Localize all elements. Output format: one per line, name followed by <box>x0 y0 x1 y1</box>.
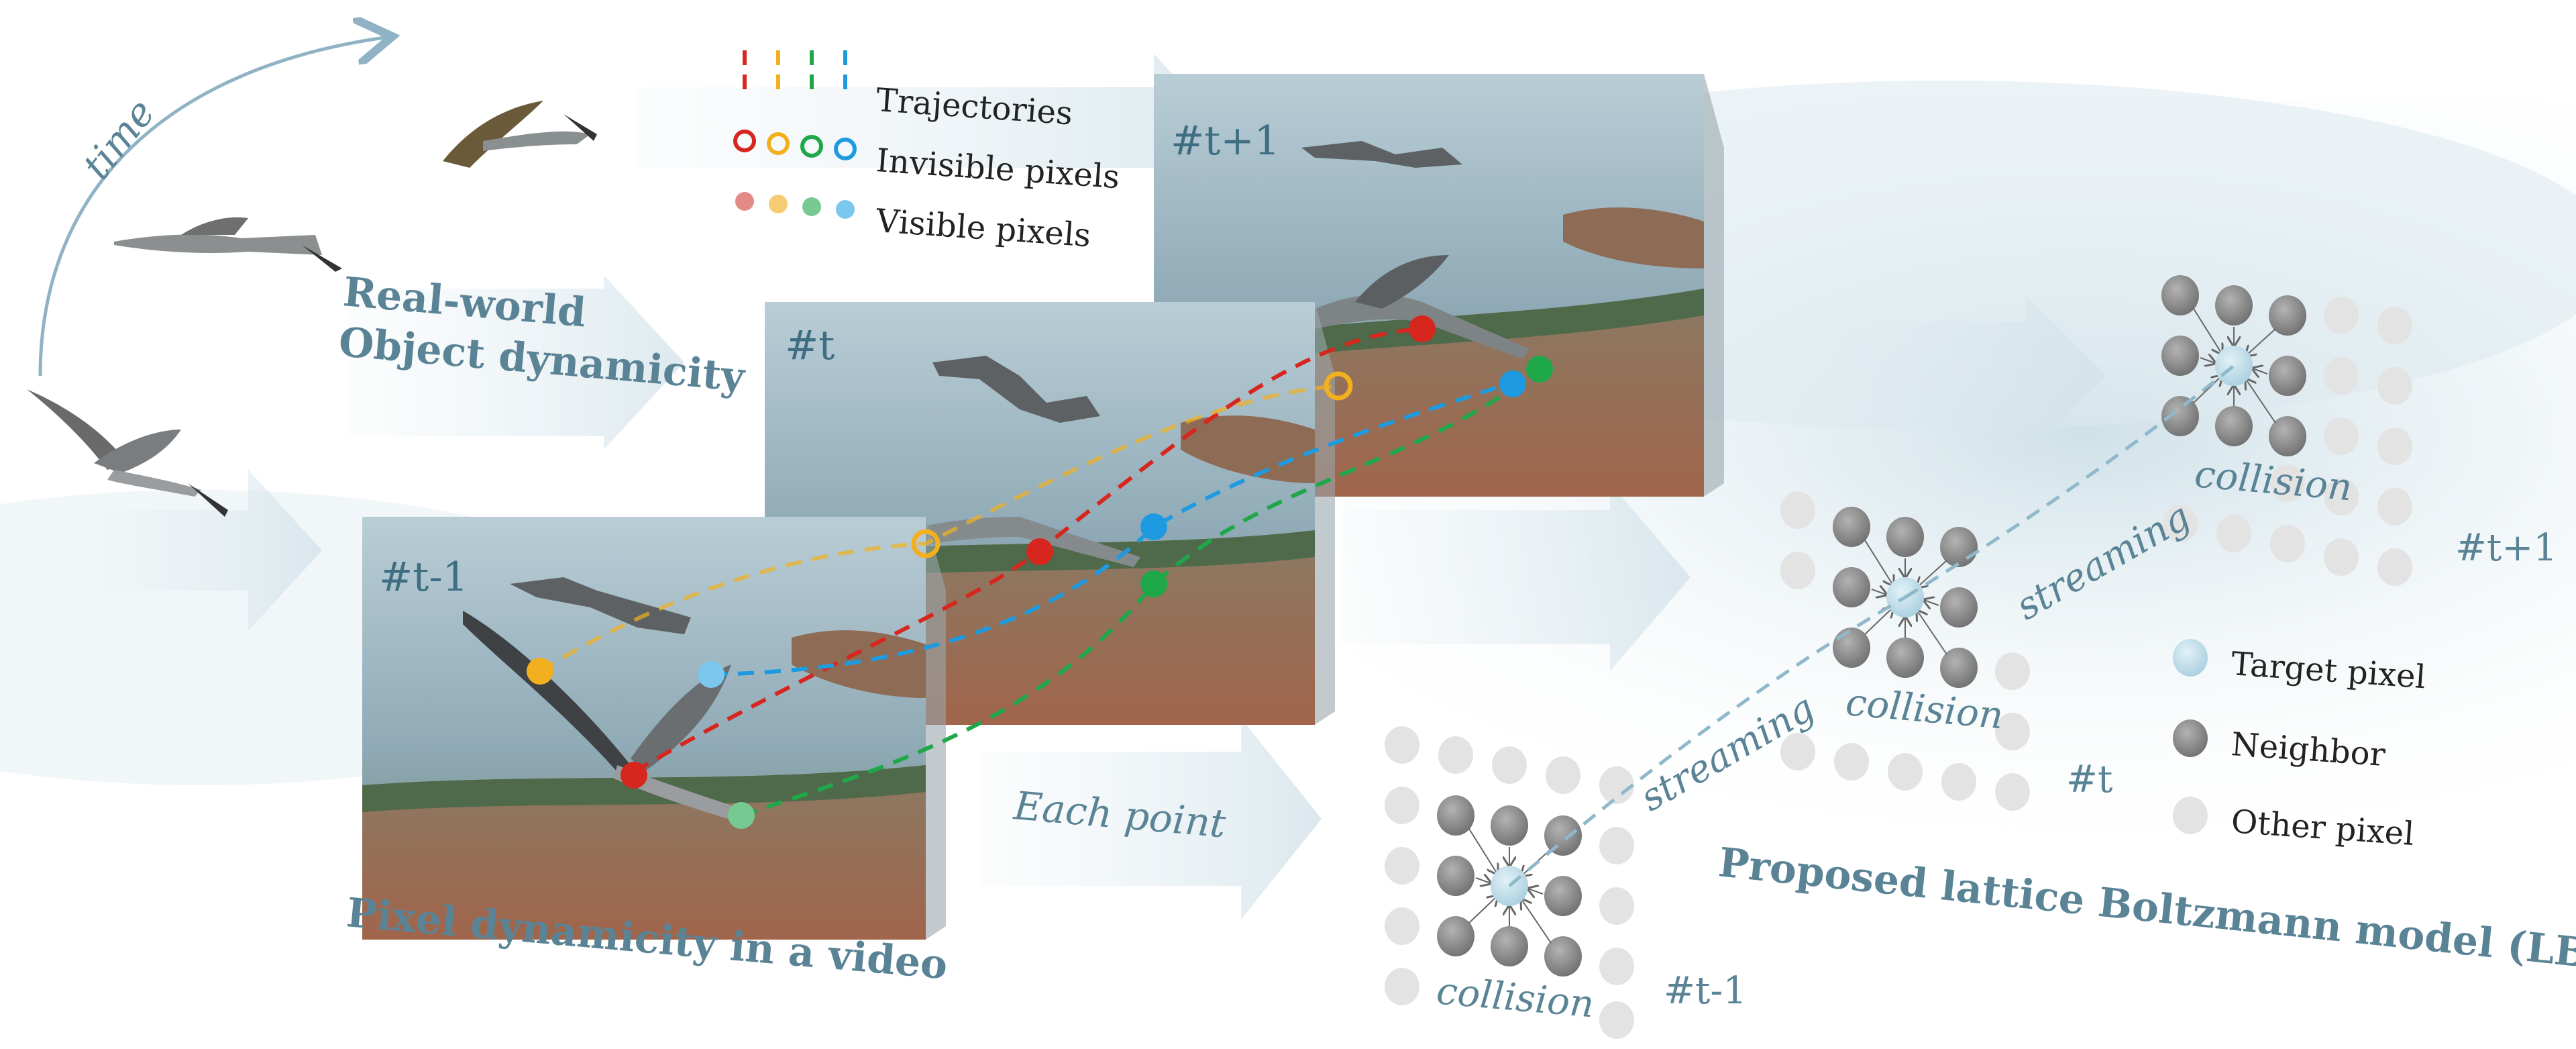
frame-cur-label: #t <box>785 322 835 369</box>
lattice-prev-collision: collision <box>1435 969 1596 1026</box>
frame-cur-side <box>1315 302 1335 725</box>
lattice-next-other <box>2163 297 2412 586</box>
point-red-cur <box>1026 538 1053 565</box>
point-blue-prev <box>698 661 724 688</box>
legend-other-icon <box>2173 797 2208 834</box>
flow-arrow-real-world <box>349 275 684 450</box>
frame-prev-side <box>926 517 946 940</box>
legend-top: Trajectories Invisible pixels Visible pi… <box>733 50 1121 254</box>
crane-bird-3 <box>27 389 228 517</box>
lattice-next-target <box>2215 346 2253 386</box>
lattice-cur-other <box>1780 491 2030 811</box>
streaming-path-2 <box>1904 364 2235 599</box>
point-green-next <box>1526 356 1553 383</box>
flow-arrow-middle <box>1342 483 1690 671</box>
trajectory-points <box>527 315 1553 829</box>
legend-neighbor-icon <box>2173 719 2208 757</box>
frame-next-crane <box>1315 295 1529 359</box>
time-arrow <box>38 37 389 377</box>
flow-arrow-right <box>1744 295 2106 456</box>
lattice-prev: collision #t-1 <box>1385 726 1747 1039</box>
point-red-prev <box>621 762 647 789</box>
frame-prev-crane-wing-right <box>631 664 731 772</box>
frame-cur-island <box>1181 415 1315 483</box>
crane-bird-2 <box>114 217 342 272</box>
legend-trajectories-icon <box>743 50 847 97</box>
point-green-prev <box>728 802 755 829</box>
lbm-title: Proposed lattice Boltzmann model (LBM) <box>1716 839 2576 984</box>
point-yellow-prev <box>527 658 553 685</box>
frame-prev: #t-1 <box>362 517 946 940</box>
flow-arrow-top <box>637 54 1221 201</box>
point-yellow-cur <box>911 529 941 558</box>
point-blue-cur <box>1140 513 1167 540</box>
frame-prev-crane-wing-left <box>463 611 631 772</box>
point-red-next <box>1409 315 1436 342</box>
trajectory-green <box>741 367 1541 817</box>
crane-bird-1 <box>443 101 597 168</box>
lattice-cur-time: #t <box>2066 758 2113 801</box>
frame-next-flock <box>1301 141 1462 168</box>
legend-visible-icon <box>735 192 855 219</box>
trajectory-yellow <box>539 384 1339 673</box>
point-blue-next <box>1499 370 1526 397</box>
frame-prev-flock <box>510 577 691 634</box>
lattice-next: collision #t+1 <box>2161 275 2557 586</box>
point-yellow-next <box>1324 371 1353 401</box>
flow-arrow-each-point <box>979 718 1322 919</box>
point-green-cur <box>1140 570 1167 597</box>
frame-next-side <box>1704 74 1724 497</box>
time-label: time <box>74 91 164 188</box>
frame-prev-label: #t-1 <box>379 554 468 601</box>
lattice-next-time: #t+1 <box>2455 526 2557 570</box>
frame-next-label: #t+1 <box>1171 117 1280 164</box>
frame-next-crane-wing <box>1355 255 1449 309</box>
frame-prev-island <box>792 630 926 698</box>
lattice-prev-time: #t-1 <box>1664 969 1747 1013</box>
lattice-next-neighbors <box>2161 275 2306 456</box>
frame-next-island <box>1563 207 1704 268</box>
lattice-prev-neighbors <box>1437 795 1582 977</box>
streaming-path-1 <box>1508 595 1907 887</box>
legend-target-icon <box>2173 639 2208 677</box>
frame-prev-ground <box>362 765 926 940</box>
legend-invisible-icon <box>733 130 857 160</box>
frame-cur-flock <box>932 356 1100 423</box>
lattice-prev-other <box>1385 726 1634 1039</box>
flow-arrow-left <box>101 470 322 631</box>
